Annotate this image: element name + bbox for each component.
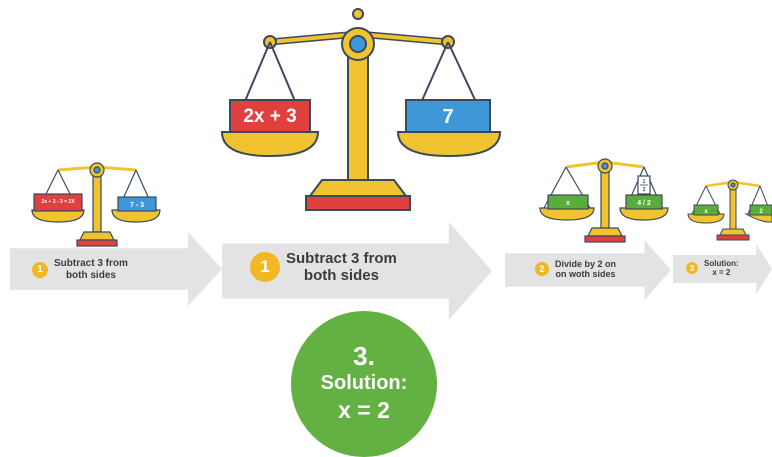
small-left-balance-scale bbox=[31, 162, 161, 247]
small-left-left-label: 2x + 3 - 3 = 2X bbox=[41, 199, 75, 205]
step-text: Subtract 3 from both sides bbox=[286, 250, 397, 285]
small-mid-balance-scale bbox=[539, 158, 669, 243]
main-balance-scale bbox=[220, 8, 502, 211]
small-right-balance-scale bbox=[687, 179, 772, 241]
step-3: 3 Solution: x = 2 bbox=[686, 259, 739, 277]
small-mid-left-label: x bbox=[566, 200, 570, 207]
step-1-large: 1 Subtract 3 from both sides bbox=[250, 250, 397, 285]
main-left-label: 2x + 3 bbox=[243, 106, 296, 127]
step-1-small: 1 Subtract 3 from both sides bbox=[32, 258, 128, 281]
solution-answer: x = 2 bbox=[338, 397, 390, 424]
step-text: Solution: x = 2 bbox=[704, 259, 739, 278]
step-text: Subtract 3 from both sides bbox=[54, 258, 128, 281]
small-mid-fraction-top: 1 bbox=[643, 179, 646, 185]
step-number-badge: 3 bbox=[686, 262, 698, 275]
small-mid-fraction-bottom: 2 bbox=[643, 187, 646, 193]
solution-label: Solution: bbox=[320, 372, 408, 395]
small-mid-right-label: 4 / 2 bbox=[637, 200, 651, 207]
small-right-right-label: 2 bbox=[759, 209, 763, 215]
main-right-box bbox=[405, 99, 491, 133]
solution-number: 3. bbox=[353, 340, 375, 371]
step-2: 2 Divide by 2 on on woth sides bbox=[535, 259, 616, 280]
step-number-badge: 1 bbox=[32, 261, 48, 278]
solution-circle: 3. Solution: x = 2 bbox=[291, 311, 437, 457]
main-left-box bbox=[229, 99, 311, 133]
small-left-right-label: 7 - 3 bbox=[130, 202, 144, 209]
main-right-label: 7 bbox=[442, 106, 453, 128]
small-right-left-label: x bbox=[704, 209, 708, 215]
step-number-badge: 2 bbox=[535, 262, 549, 277]
step-text: Divide by 2 on on woth sides bbox=[555, 259, 617, 280]
step-number-badge: 1 bbox=[250, 252, 280, 283]
